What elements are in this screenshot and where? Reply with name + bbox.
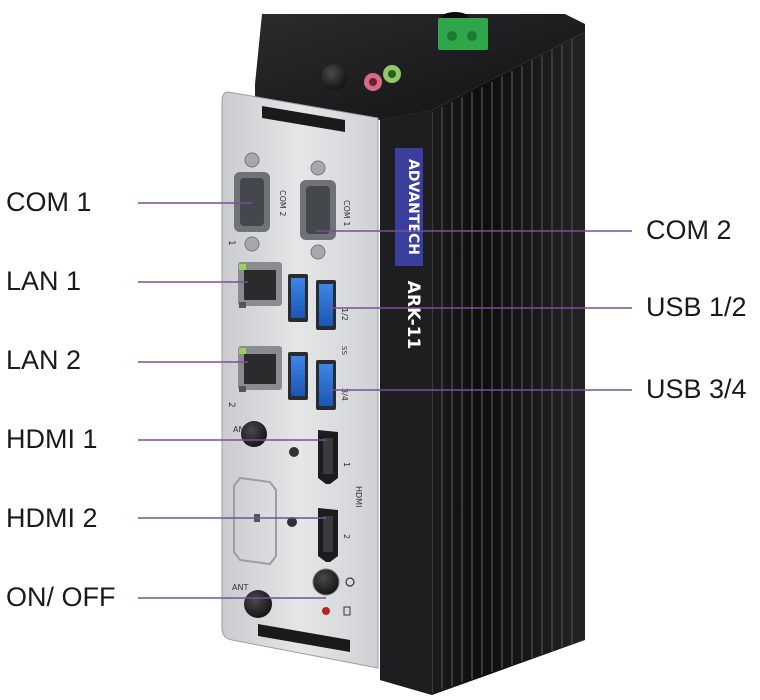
callout-com2: COM 2 <box>646 215 732 245</box>
antenna-knob-bottom <box>244 590 272 618</box>
leader-lines <box>138 202 632 599</box>
usb-port-2 <box>316 280 336 330</box>
power-symbol-icon <box>345 577 355 587</box>
brand-name: ADVANTECH <box>405 159 421 255</box>
usb-port-4 <box>316 360 336 410</box>
com2-port-print: COM 2 <box>278 190 287 216</box>
hdmi1-number-print: 1 <box>342 462 351 467</box>
panel-bottom-notch <box>258 624 350 652</box>
hdmi-port-1 <box>318 430 338 484</box>
hdmi-group-print: HDMI <box>354 486 363 507</box>
usb-port-1 <box>288 274 308 322</box>
hdd-led-icon <box>343 606 351 616</box>
callout-usb12: USB 1/2 <box>646 292 747 322</box>
com1-port-print: COM 1 <box>342 200 351 226</box>
com-number-print: 1 <box>226 240 236 246</box>
hdmi-port-2 <box>318 508 338 562</box>
com-port-left <box>234 152 270 252</box>
power-led <box>322 607 330 615</box>
usb-port-3 <box>288 352 308 400</box>
lan-port-2 <box>238 346 282 392</box>
com-knockout <box>233 476 277 566</box>
hdmi2-number-print: 2 <box>342 534 351 539</box>
usb34-port-print: 3/4 <box>340 388 349 401</box>
callout-com1: COM 1 <box>6 187 92 217</box>
heatsink-fins <box>431 39 573 693</box>
power-terminal-block <box>438 18 488 50</box>
ss-logo-print: SS <box>340 346 348 355</box>
callout-lan1: LAN 1 <box>6 266 82 296</box>
panel-screw <box>289 447 299 457</box>
top-knob <box>321 64 347 90</box>
callout-hdmi1: HDMI 1 <box>6 424 98 454</box>
device-top <box>255 14 585 120</box>
lan-number-print: 2 <box>226 402 236 408</box>
brand-badge <box>395 148 423 266</box>
lan-port-1 <box>238 262 282 308</box>
model-name: ARK-11 <box>403 281 423 350</box>
callout-hdmi2: HDMI 2 <box>6 503 98 533</box>
usb12-port-print: 1/2 <box>340 308 349 321</box>
callout-onoff: ON/ OFF <box>6 582 116 612</box>
power-button <box>312 568 340 596</box>
com-port-right <box>300 160 336 260</box>
callout-lan2: LAN 2 <box>6 345 82 375</box>
ant-print-bottom: ANT <box>232 583 248 592</box>
panel-screw <box>287 517 297 527</box>
callout-usb34: USB 3/4 <box>646 374 747 404</box>
panel-top-notch <box>262 106 345 132</box>
ant-print-top: ANT <box>233 425 249 434</box>
